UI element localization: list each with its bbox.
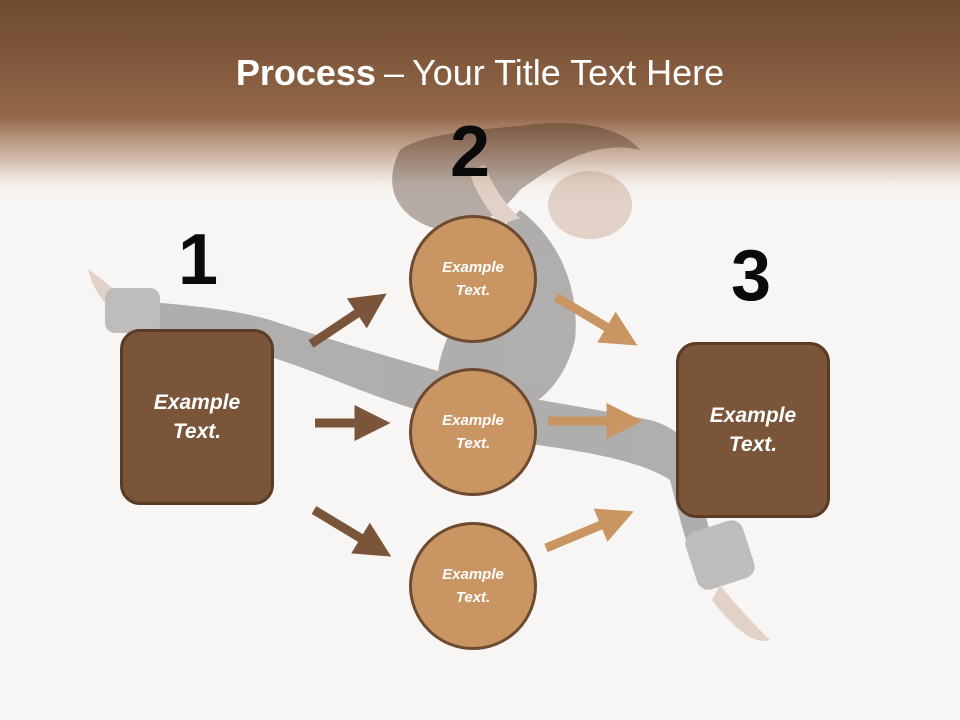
step-2-item-3-label: Example Text.: [442, 566, 504, 606]
step-3-box[interactable]: Example Text.: [676, 342, 830, 518]
title-dash: –: [383, 52, 404, 93]
step-2-circle-top[interactable]: Example Text.: [409, 215, 537, 343]
step-2-item-2-label: Example Text.: [442, 412, 504, 452]
step-2-circle-middle[interactable]: Example Text.: [409, 368, 537, 496]
arrow-1-to-2-bottom: [311, 506, 392, 557]
arrow-2-bottom-to-3: [544, 508, 634, 553]
arrow-2-top-to-3: [553, 293, 638, 346]
step-1-box[interactable]: Example Text.: [120, 329, 274, 505]
step-1-label: Example Text.: [153, 391, 241, 443]
title-rest: Your Title Text Here: [411, 52, 725, 93]
step-2-circle-bottom[interactable]: Example Text.: [409, 522, 537, 650]
slide-title: Process–Your Title Text Here: [0, 52, 960, 94]
step-2-number: 2: [450, 112, 491, 192]
title-bold: Process: [235, 52, 376, 93]
step-3-label: Example Text.: [709, 404, 797, 456]
step-2-item-1-label: Example Text.: [442, 259, 504, 299]
step-1-number: 1: [178, 220, 219, 300]
arrow-1-to-2-top: [308, 293, 387, 348]
step-3-number: 3: [731, 236, 772, 316]
header-band: [0, 0, 960, 200]
